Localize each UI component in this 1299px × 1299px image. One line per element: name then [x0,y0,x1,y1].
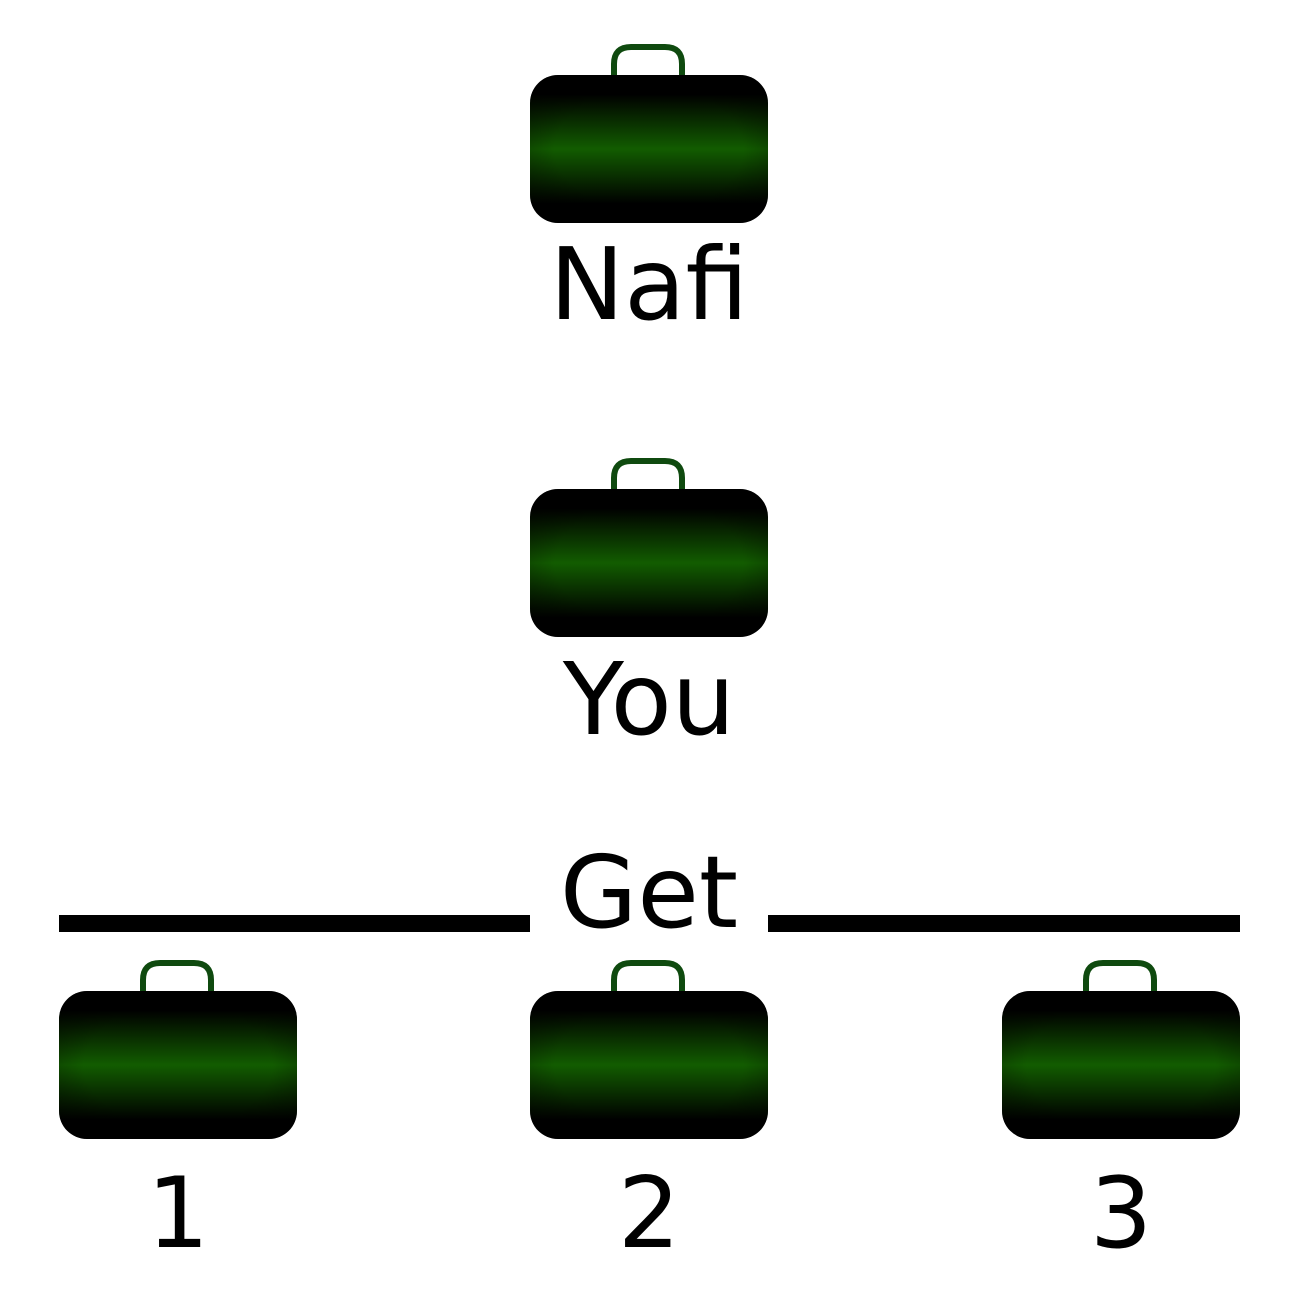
split-rule-right [768,915,1240,932]
outcome-label-3: 3 [1089,1157,1153,1271]
briefcase-icon-outcome-1 [59,960,297,1140]
briefcase-icon-outcome-2 [530,960,768,1140]
split-rule-left [59,915,530,932]
outcome-label-2: 2 [617,1157,681,1271]
node-label-nafi: Nafi [549,226,749,343]
briefcase-icon-you [530,458,768,638]
node-label-you: You [562,641,736,758]
briefcase-icon-outcome-3 [1002,960,1240,1140]
briefcase-icon-nafi [530,44,768,224]
outcome-label-1: 1 [146,1157,210,1271]
split-label: Get [559,834,739,951]
